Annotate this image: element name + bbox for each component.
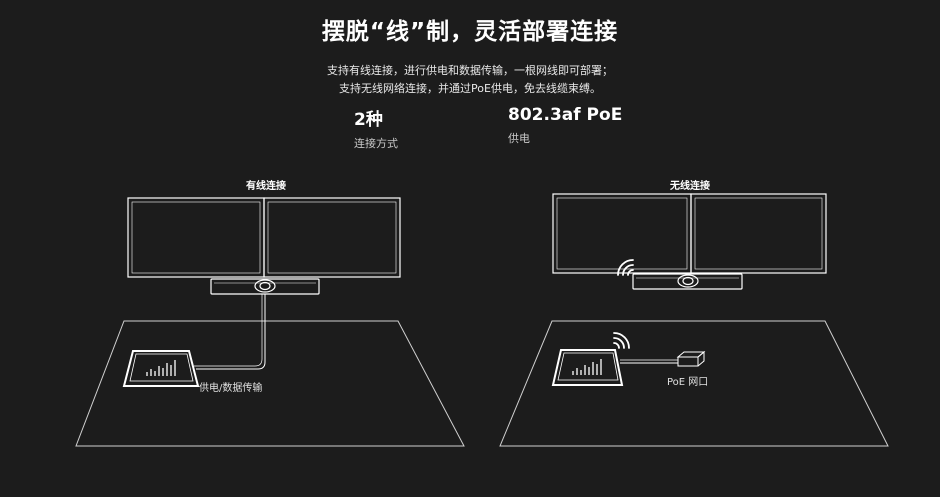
table-surface — [75, 320, 465, 447]
stat-value: 802.3af PoE — [508, 105, 623, 125]
stat-poe: 802.3af PoE 供电 — [508, 105, 622, 146]
table-surface — [499, 320, 889, 447]
stat-connection-modes: 2种 连接方式 — [354, 105, 398, 151]
stat-value: 2种 — [354, 110, 383, 130]
wired-callout: 供电/数据传输 — [199, 383, 263, 394]
description-line-2: 支持无线网络连接，并通过PoE供电，免去线缆束缚。 — [339, 82, 601, 95]
description-line-1: 支持有线连接，进行供电和数据传输，一根网线即可部署； — [327, 64, 613, 77]
wired-scene-title: 有线连接 — [246, 181, 286, 192]
poe-switch-icon — [676, 350, 706, 367]
wifi-signal-icon — [617, 259, 634, 276]
soundbar-camera-icon — [632, 273, 743, 290]
display-icon — [552, 193, 692, 274]
wired-scene — [75, 197, 465, 447]
display-icon — [127, 197, 265, 278]
touch-panel-icon — [122, 350, 200, 387]
wifi-signal-icon — [613, 332, 630, 349]
touch-panel-icon — [551, 349, 624, 386]
wireless-scene — [499, 193, 889, 447]
page-title: 摆脱“线”制，灵活部署连接 — [321, 19, 619, 45]
poe-port-callout: PoE 网口 — [667, 377, 709, 388]
display-icon — [263, 197, 401, 278]
display-icon — [690, 193, 827, 274]
stat-label: 连接方式 — [354, 137, 398, 150]
cable-icon — [196, 294, 266, 370]
soundbar-camera-icon — [210, 278, 320, 295]
stat-label: 供电 — [508, 132, 530, 145]
wireless-scene-title: 无线连接 — [670, 181, 710, 192]
